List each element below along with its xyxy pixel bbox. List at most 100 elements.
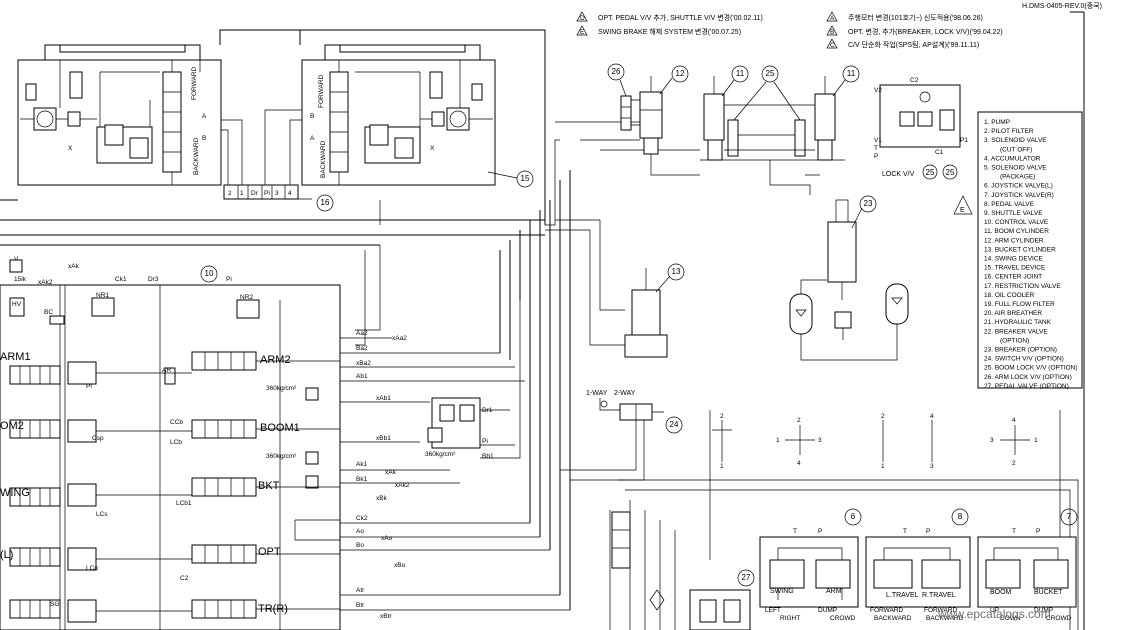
- svg-text:C2: C2: [910, 77, 919, 84]
- rev-note: C/V 단순화 작업(SPS팀, AP설계)('99.11.11): [848, 40, 979, 49]
- svg-text:xBtr: xBtr: [380, 613, 392, 620]
- legend-item: 9. SHUTTLE VALVE: [984, 210, 1043, 217]
- rev-mark: D: [580, 15, 585, 22]
- port-label: LCo: [86, 565, 98, 572]
- svg-text:R.TRAVEL: R.TRAVEL: [922, 592, 956, 599]
- legend-item: 23. BREAKER (OPTION): [984, 347, 1057, 354]
- svg-text:T: T: [874, 145, 878, 152]
- port-label: xAk: [68, 263, 80, 270]
- callout-23: 23: [864, 199, 873, 208]
- svg-text:DUMP: DUMP: [1034, 607, 1053, 614]
- legend-item: 21. HYDRAULIC TANK: [984, 319, 1052, 326]
- svg-text:xAb1: xAb1: [376, 395, 391, 402]
- svg-text:V2: V2: [874, 87, 882, 94]
- shuttle-valve-block: Dr1 Pi Bb1 360kg/cm²: [425, 300, 521, 460]
- svg-text:xBk: xBk: [376, 495, 388, 502]
- svg-text:BACKWARD: BACKWARD: [926, 615, 964, 622]
- legend-item: 12. ARM CYLINDER: [984, 237, 1044, 244]
- rev-mark: C: [830, 42, 835, 49]
- callout-24: 24: [670, 420, 679, 429]
- port-label: X: [430, 145, 435, 152]
- legend-item: 24. SWITCH V/V (OPTION): [984, 356, 1064, 363]
- svg-text:360kg/cm²: 360kg/cm²: [425, 451, 456, 458]
- svg-text:P: P: [818, 528, 822, 535]
- svg-text:CROWD: CROWD: [830, 615, 856, 622]
- backward-label: BACKWARD: [193, 137, 200, 175]
- callout-15: 15: [521, 174, 530, 183]
- svg-text:xAk: xAk: [385, 469, 397, 476]
- svg-text:DOWN: DOWN: [1000, 615, 1021, 622]
- port-a: A: [310, 135, 315, 142]
- svg-text:DUMP: DUMP: [818, 607, 837, 614]
- pedal-valve: T P L.TRAVEL R.TRAVEL 8: [865, 508, 971, 608]
- section-label: ARM2: [260, 354, 291, 366]
- svg-text:T: T: [1012, 528, 1016, 535]
- svg-text:3: 3: [930, 463, 934, 470]
- two-way-label: 2-WAY: [614, 390, 636, 397]
- svg-text:3: 3: [818, 437, 822, 444]
- backward-label: BACKWARD: [320, 140, 327, 178]
- legend-item: 10. CONTROL VALVE: [984, 219, 1049, 226]
- svg-text:Ak1: Ak1: [356, 461, 368, 468]
- legend-item: (OPTION): [1000, 337, 1029, 344]
- rev-note: OPT. 변경, 추가(BREAKER, LOCK V/V)('99.04.22…: [848, 27, 1003, 36]
- svg-text:FORWARD: FORWARD: [924, 607, 958, 614]
- svg-text:xBa2: xBa2: [356, 360, 371, 367]
- port-label: Pi: [86, 383, 92, 390]
- misc-label: SG: [50, 601, 59, 608]
- port-b: B: [202, 135, 206, 142]
- port-a: A: [202, 113, 207, 120]
- callout-27: 27: [742, 573, 751, 582]
- svg-text:1: 1: [1034, 437, 1038, 444]
- svg-text:LEFT: LEFT: [765, 607, 781, 614]
- misc-label: 15lk: [14, 276, 27, 283]
- legend-item: 7. JOYSTICK VALVE(R): [984, 192, 1054, 199]
- svg-text:BACKWARD: BACKWARD: [874, 615, 912, 622]
- joystick-pattern-4: 4 2 3 1: [990, 417, 1038, 467]
- callout-13: 13: [672, 267, 681, 276]
- svg-text:4: 4: [288, 190, 292, 197]
- svg-text:4: 4: [930, 413, 934, 420]
- boom-cylinder-right: 11: [700, 65, 860, 195]
- svg-text:xAo: xAo: [381, 535, 393, 542]
- arm-cylinder: 12: [631, 65, 700, 176]
- section-label: BKT: [258, 480, 280, 492]
- rev-note: SWING BRAKE 해제 SYSTEM 변경('00.07.25): [598, 27, 741, 36]
- legend-item: 15. TRAVEL DEVICE: [984, 265, 1046, 272]
- svg-text:Dr1: Dr1: [482, 407, 493, 414]
- svg-text:T: T: [793, 528, 797, 535]
- callout-8: 8: [958, 512, 963, 521]
- forward-label: FORWARD: [318, 74, 325, 108]
- section-label: ARM1: [0, 351, 31, 363]
- svg-text:xBb1: xBb1: [376, 435, 391, 442]
- svg-text:2: 2: [797, 417, 801, 424]
- legend-item: 25. BOOM LOCK V/V (OPTION): [984, 365, 1078, 372]
- port-label: NR2: [240, 294, 253, 301]
- rev-mark: E: [960, 207, 965, 214]
- pressure-label: 360kg/cm²: [266, 385, 297, 392]
- svg-text:Btr: Btr: [356, 602, 365, 609]
- boom-cylinder-left: 11: [703, 65, 749, 161]
- doc-id: H.DMS-0405-REV.0(중국): [1022, 2, 1102, 10]
- port-label: AR: [162, 367, 171, 374]
- rev-note: 주행모터 변경(101호기~) 신도적용('98.06.26): [848, 13, 983, 22]
- watermark: www.epcatalogs.com: [937, 607, 1051, 621]
- control-valve-ports: Aa2 Ba2 xBa2 Ab1 xAb1 xBb1 Ak1 xAk Bk1 x…: [340, 330, 570, 620]
- port-label: Ck1: [115, 276, 127, 283]
- joystick-valve-left: T P SWING ARM 6: [759, 508, 862, 608]
- svg-text:2: 2: [881, 413, 885, 420]
- arm-lock-valve: 26: [607, 63, 632, 131]
- joystick-pattern-1: 2 1: [712, 413, 732, 470]
- svg-text:2: 2: [720, 413, 724, 420]
- svg-text:RIGHT: RIGHT: [780, 615, 800, 622]
- legend-item: (CUT OFF): [1000, 146, 1032, 153]
- svg-text:4: 4: [1012, 417, 1016, 424]
- svg-text:Atr: Atr: [356, 587, 365, 594]
- svg-text:Ab1: Ab1: [356, 373, 368, 380]
- control-valve: Dr3 Ck1 Pi V 15lk xAk xAk2 HV NR1 NR2 BC…: [0, 256, 341, 630]
- svg-text:FORWARD: FORWARD: [870, 607, 904, 614]
- svg-text:P1: P1: [960, 137, 968, 144]
- legend-item: 8. PEDAL VALVE: [984, 201, 1035, 208]
